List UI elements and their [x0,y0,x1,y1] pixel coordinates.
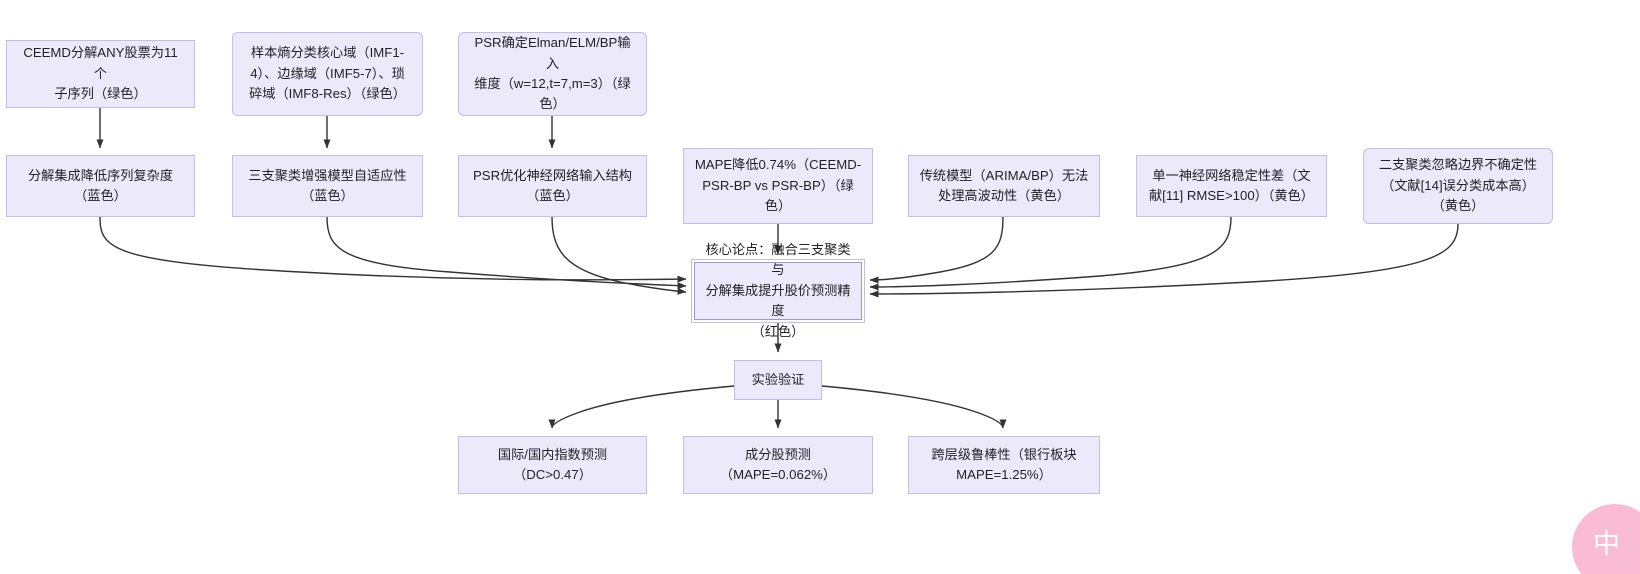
node-label: MAPE降低0.74%（CEEMD- PSR-BP vs PSR-BP）（绿 色… [694,157,862,214]
node-n7[interactable]: MAPE降低0.74%（CEEMD- PSR-BP vs PSR-BP）（绿 色… [683,148,873,224]
node-label: 跨层级鲁棒性（银行板块 MAPE=1.25%） [931,446,1077,482]
node-n8[interactable]: 传统模型（ARIMA/BP）无法 处理高波动性（黄色） [908,155,1100,217]
node-n5[interactable]: 三支聚类增强模型自适应性 （蓝色） [232,155,423,217]
node-n14[interactable]: 跨层级鲁棒性（银行板块 MAPE=1.25%） [908,436,1100,494]
node-label: 分解集成降低序列复杂度 （蓝色） [27,167,174,203]
edge-n11-to-n12 [548,385,735,429]
node-n13[interactable]: 成分股预测 （MAPE=0.062%） [683,436,873,494]
node-n11[interactable]: 实验验证 [734,360,822,400]
node-n12[interactable]: 国际/国内指数预测 （DC>0.47） [458,436,647,494]
edge-n8-to-core [869,216,1004,284]
node-label: 实验验证 [751,371,805,387]
node-label: PSR优化神经网络输入结构 （蓝色） [473,167,632,203]
edge-n4-to-core [99,216,687,283]
node-n10[interactable]: 二支聚类忽略边界不确定性 （文献[14]误分类成本高） （黄色） [1363,148,1553,224]
edge-n5-to-core [326,216,687,290]
node-label: 核心论点：融合三支聚类与 分解集成提升股价预测精度 （红色） [705,241,851,339]
watermark-text: 中 [1593,528,1621,559]
edge-n9-to-core [869,216,1232,291]
node-label: 三支聚类增强模型自适应性 （蓝色） [248,167,407,203]
node-n9[interactable]: 单一神经网络稳定性差（文 献[11] RMSE>100）（黄色） [1136,155,1327,217]
node-label: CEEMD分解ANY股票为11个 子序列（绿色） [23,45,178,102]
node-label: PSR确定Elman/ELM/BP输入 维度（w=12,t=7,m=3）（绿 色… [474,35,631,112]
edge-n10-to-core [869,223,1459,298]
edge-n11-to-n14 [821,385,1007,429]
node-label: 传统模型（ARIMA/BP）无法 处理高波动性（黄色） [919,167,1089,203]
node-n6[interactable]: PSR优化神经网络输入结构 （蓝色） [458,155,647,217]
node-n3[interactable]: PSR确定Elman/ELM/BP输入 维度（w=12,t=7,m=3）（绿 色… [458,32,647,116]
edge-n6-to-core [551,216,687,295]
node-core[interactable]: 核心论点：融合三支聚类与 分解集成提升股价预测精度 （红色） [691,242,865,339]
watermark-badge: 中 [1572,504,1640,574]
node-label: 国际/国内指数预测 （DC>0.47） [497,446,608,482]
node-label: 样本熵分类核心域（IMF1- 4）、边缘域（IMF5-7）、琐 碎域（IMF8-… [249,45,406,102]
node-label: 单一神经网络稳定性差（文 献[11] RMSE>100）（黄色） [1148,167,1314,203]
node-n1[interactable]: CEEMD分解ANY股票为11个 子序列（绿色） [6,40,195,108]
node-label: 二支聚类忽略边界不确定性 （文献[14]误分类成本高） （黄色） [1378,157,1538,214]
node-n4[interactable]: 分解集成降低序列复杂度 （蓝色） [6,155,195,217]
node-n2[interactable]: 样本熵分类核心域（IMF1- 4）、边缘域（IMF5-7）、琐 碎域（IMF8-… [232,32,423,116]
node-label: 成分股预测 （MAPE=0.062%） [719,446,837,482]
